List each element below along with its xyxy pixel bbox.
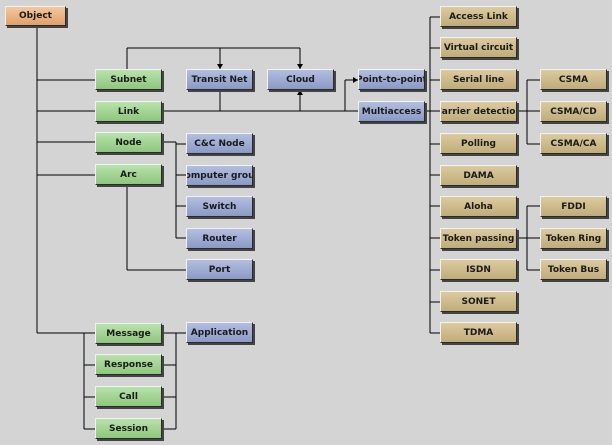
node-sonet[interactable]: SONET [440, 291, 517, 312]
node-point-to-point[interactable]: Point-to-point [358, 69, 425, 90]
node-transit-net[interactable]: Transit Net [186, 69, 253, 90]
node-link[interactable]: Link [95, 101, 162, 122]
node-multiaccess[interactable]: Multiaccess [358, 101, 425, 122]
arrowhead-icon [353, 77, 358, 83]
node-cc-node[interactable]: C&C Node [186, 133, 253, 154]
node-tdma[interactable]: TDMA [440, 322, 517, 343]
node-dama[interactable]: DAMA [440, 165, 517, 186]
node-response[interactable]: Response [95, 354, 162, 375]
node-session[interactable]: Session [95, 418, 162, 439]
node-token-ring[interactable]: Token Ring [540, 228, 607, 249]
node-virtual-circuit[interactable]: Virtual circuit [440, 37, 517, 58]
arrowhead-icon [217, 64, 223, 69]
node-serial-line[interactable]: Serial line [440, 69, 517, 90]
node-node[interactable]: Node [95, 132, 162, 153]
node-arc[interactable]: Arc [95, 164, 162, 185]
node-call[interactable]: Call [95, 386, 162, 407]
node-csma-ca[interactable]: CSMA/CA [540, 133, 607, 154]
node-csma[interactable]: CSMA [540, 69, 607, 90]
node-router[interactable]: Router [186, 228, 253, 249]
node-port[interactable]: Port [186, 259, 253, 280]
node-cloud[interactable]: Cloud [267, 69, 334, 90]
node-csma-cd[interactable]: CSMA/CD [540, 101, 607, 122]
node-aloha[interactable]: Aloha [440, 196, 517, 217]
node-switch[interactable]: Switch [186, 196, 253, 217]
arrowhead-icon [297, 90, 303, 95]
node-token-bus[interactable]: Token Bus [540, 259, 607, 280]
node-message[interactable]: Message [95, 323, 162, 344]
node-object[interactable]: Object [5, 6, 66, 26]
node-carrier-detection[interactable]: Carrier detection [440, 101, 517, 122]
node-subnet[interactable]: Subnet [95, 69, 162, 90]
arrowhead-icon [297, 64, 303, 69]
node-isdn[interactable]: ISDN [440, 259, 517, 280]
node-fddi[interactable]: FDDI [540, 196, 607, 217]
node-application[interactable]: Application [186, 322, 253, 343]
node-computer-group[interactable]: Computer group [186, 165, 253, 186]
node-access-link[interactable]: Access Link [440, 6, 517, 27]
node-polling[interactable]: Polling [440, 133, 517, 154]
node-token-passing[interactable]: Token passing [440, 228, 517, 249]
